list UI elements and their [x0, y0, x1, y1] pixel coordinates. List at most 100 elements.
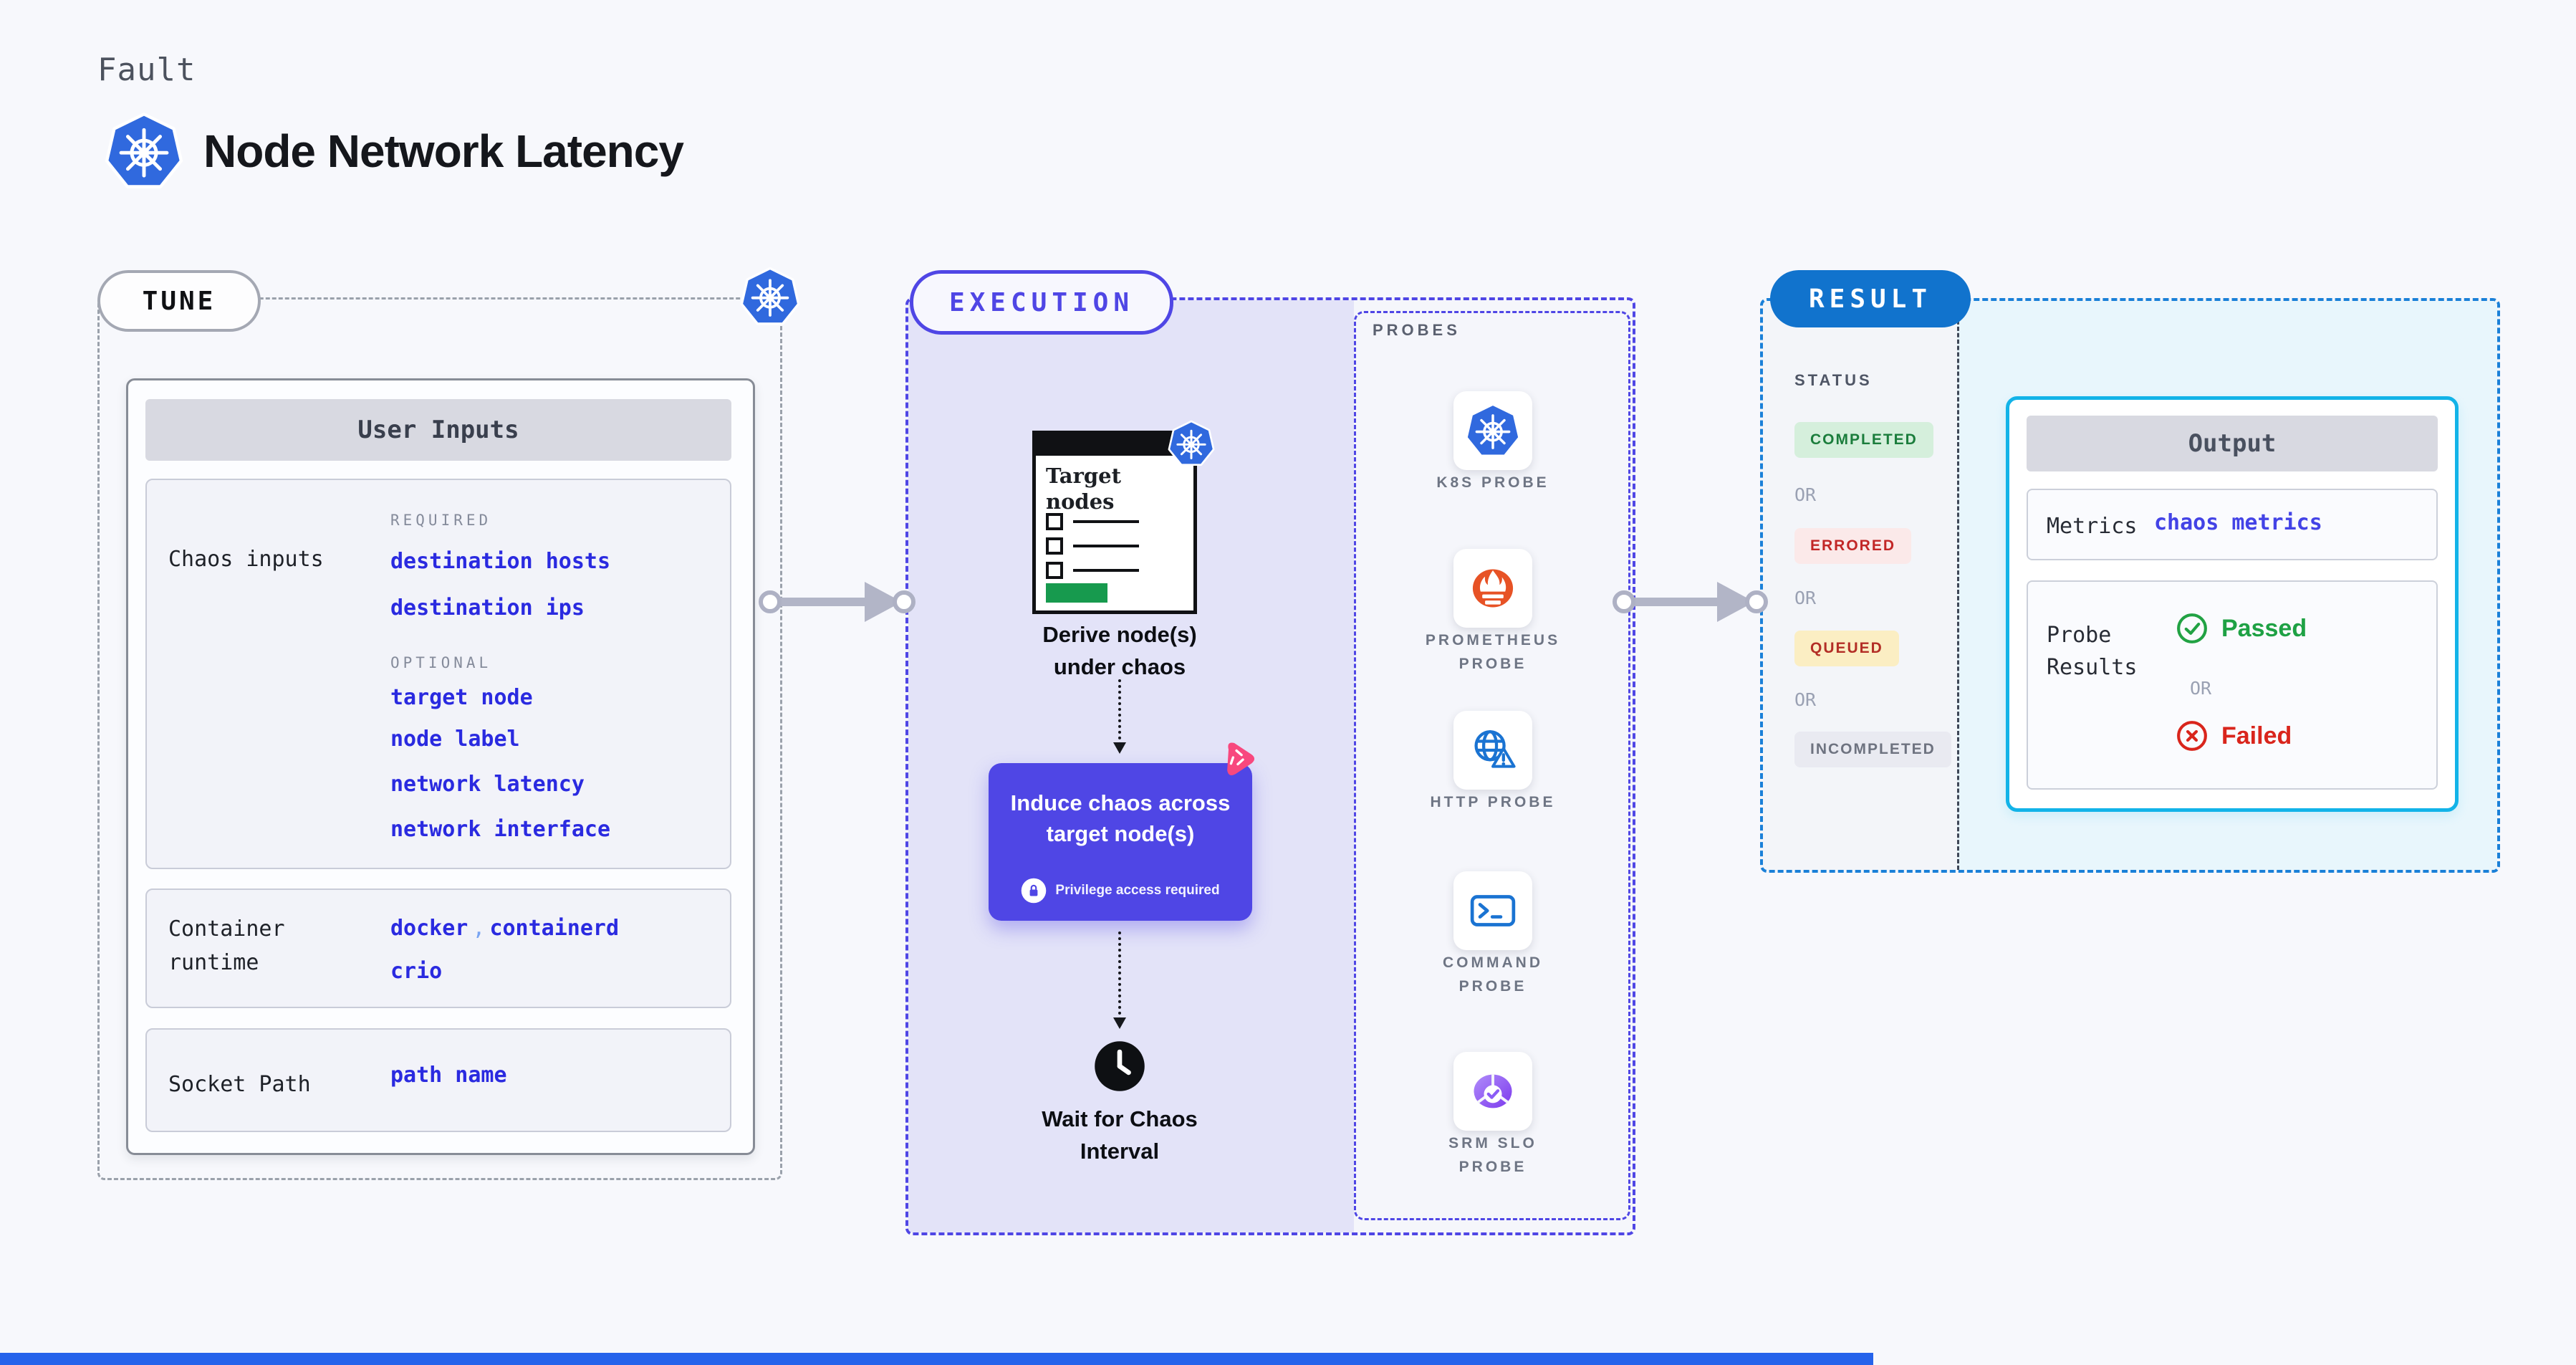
derive-nodes-label: Derive node(s) under chaos: [1042, 622, 1197, 679]
flow-connector-down: [1113, 931, 1126, 1029]
link-network-latency[interactable]: network latency: [390, 772, 585, 797]
node-list-item: [1046, 513, 1139, 530]
link-target-node[interactable]: target node: [390, 685, 533, 710]
runtime-values-line1: docker,containerd: [390, 916, 619, 941]
kubernetes-icon: [1168, 420, 1215, 467]
user-inputs-header: User Inputs: [145, 399, 731, 461]
clock-icon: [1093, 1040, 1146, 1093]
probe-label-k8s: K8S PROBE: [1436, 474, 1549, 491]
tune-section-box: [97, 297, 782, 1180]
node-list-item: [1046, 562, 1139, 579]
probe-card-prometheus[interactable]: [1453, 549, 1532, 628]
failed-row: Failed: [2176, 719, 2292, 752]
connector-dot: [1613, 590, 1635, 613]
checkbox-icon[interactable]: [1046, 537, 1063, 555]
output-header: Output: [2027, 416, 2438, 471]
runtime-separator: ,: [472, 916, 486, 941]
link-chaos-metrics[interactable]: chaos metrics: [2154, 510, 2322, 535]
probe-label-srm-slo: SRM SLO PROBE: [1448, 1135, 1537, 1175]
probe-label-command: COMMAND PROBE: [1443, 954, 1543, 995]
checkbox-icon[interactable]: [1046, 513, 1063, 530]
window-titlebar: [1036, 434, 1193, 456]
output-card: Output Metrics chaos metrics Probe Resul…: [2006, 396, 2459, 812]
link-node-label[interactable]: node label: [390, 727, 520, 752]
probe-card-srm-slo[interactable]: [1453, 1052, 1532, 1131]
link-destination-ips[interactable]: destination ips: [390, 595, 585, 621]
kubernetes-icon: [740, 267, 800, 327]
socket-path-row: Socket Path path name: [145, 1028, 731, 1132]
connector-dot: [759, 590, 782, 613]
chaos-inputs-row: Chaos inputs REQUIRED destination hosts …: [145, 479, 731, 869]
x-circle-icon: [2176, 719, 2209, 752]
probe-results-label: Probe Results: [2047, 623, 2138, 680]
status-badge-incompleted: INCOMPLETED: [1794, 732, 1951, 767]
target-nodes-window: Target nodes: [1032, 431, 1197, 614]
link-docker[interactable]: docker: [390, 916, 468, 941]
connector-dot: [893, 590, 915, 613]
page-title: Node Network Latency: [203, 125, 684, 177]
link-crio[interactable]: crio: [390, 959, 443, 984]
result-pill: RESULT: [1770, 270, 1971, 327]
or-label: OR: [1794, 689, 1817, 710]
slo-gauge-icon: [1465, 1063, 1521, 1119]
kubernetes-icon: [1465, 403, 1521, 459]
probe-card-k8s[interactable]: [1453, 391, 1532, 470]
probe-card-http[interactable]: [1453, 711, 1532, 790]
execution-pill: EXECUTION: [910, 270, 1173, 335]
prometheus-icon: [1465, 560, 1521, 616]
status-heading: STATUS: [1794, 371, 1873, 389]
target-nodes-title: Target nodes: [1046, 464, 1121, 514]
litmus-chaos-icon: [1215, 735, 1260, 780]
failed-label: Failed: [2221, 722, 2292, 749]
probe-card-command[interactable]: [1453, 871, 1532, 950]
user-inputs-card: User Inputs Chaos inputs REQUIRED destin…: [126, 378, 755, 1155]
privilege-note: Privilege access required: [989, 878, 1252, 904]
list-line: [1073, 545, 1139, 547]
link-destination-hosts[interactable]: destination hosts: [390, 549, 611, 574]
check-circle-icon: [2176, 612, 2209, 645]
optional-heading: OPTIONAL: [390, 654, 492, 671]
link-network-interface[interactable]: network interface: [390, 817, 611, 842]
status-badge-errored: ERRORED: [1794, 528, 1912, 564]
checkbox-icon[interactable]: [1046, 562, 1063, 579]
probe-results-row: Probe Results Passed OR Failed: [2027, 580, 2438, 790]
container-runtime-label: Container runtime: [168, 916, 285, 975]
socket-path-label: Socket Path: [168, 1072, 311, 1097]
probe-label-http: HTTP PROBE: [1430, 794, 1556, 810]
page-kicker: Fault: [97, 52, 196, 88]
container-runtime-row: Container runtime docker,containerd crio: [145, 889, 731, 1008]
status-badge-completed: COMPLETED: [1794, 422, 1933, 458]
arrow-execution-to-result: [1624, 598, 1717, 606]
metrics-row: Metrics chaos metrics: [2027, 489, 2438, 560]
passed-row: Passed: [2176, 612, 2307, 645]
link-containerd[interactable]: containerd: [489, 916, 620, 941]
lock-icon: [1021, 878, 1047, 904]
chaos-inputs-label: Chaos inputs: [168, 547, 324, 572]
terminal-icon: [1465, 883, 1521, 939]
required-heading: REQUIRED: [390, 512, 492, 529]
page-header: Node Network Latency: [105, 112, 684, 191]
induce-chaos-card: Induce chaos across target node(s) Privi…: [989, 763, 1252, 921]
link-path-name[interactable]: path name: [390, 1063, 507, 1088]
passed-label: Passed: [2221, 614, 2307, 642]
list-line: [1073, 520, 1139, 523]
connector-dot: [1745, 590, 1768, 613]
metrics-label: Metrics: [2047, 514, 2138, 539]
kubernetes-icon: [105, 112, 183, 191]
probe-label-prometheus: PROMETHEUS PROBE: [1425, 632, 1561, 672]
induce-chaos-label: Induce chaos across target node(s): [1010, 790, 1231, 847]
flow-connector-down: [1113, 679, 1126, 754]
or-label: OR: [1794, 484, 1817, 505]
probes-heading: PROBES: [1373, 321, 1461, 339]
confirm-button[interactable]: [1046, 583, 1107, 603]
http-globe-warning-icon: [1465, 722, 1521, 778]
list-line: [1073, 569, 1139, 572]
arrow-tune-to-execution: [770, 598, 865, 606]
bottom-accent-bar: [0, 1353, 1873, 1365]
tune-pill: TUNE: [97, 270, 261, 332]
node-list-item: [1046, 537, 1139, 555]
wait-interval-label: Wait for Chaos Interval: [1042, 1106, 1198, 1164]
or-label: OR: [2190, 678, 2212, 699]
status-badge-queued: QUEUED: [1794, 631, 1899, 666]
